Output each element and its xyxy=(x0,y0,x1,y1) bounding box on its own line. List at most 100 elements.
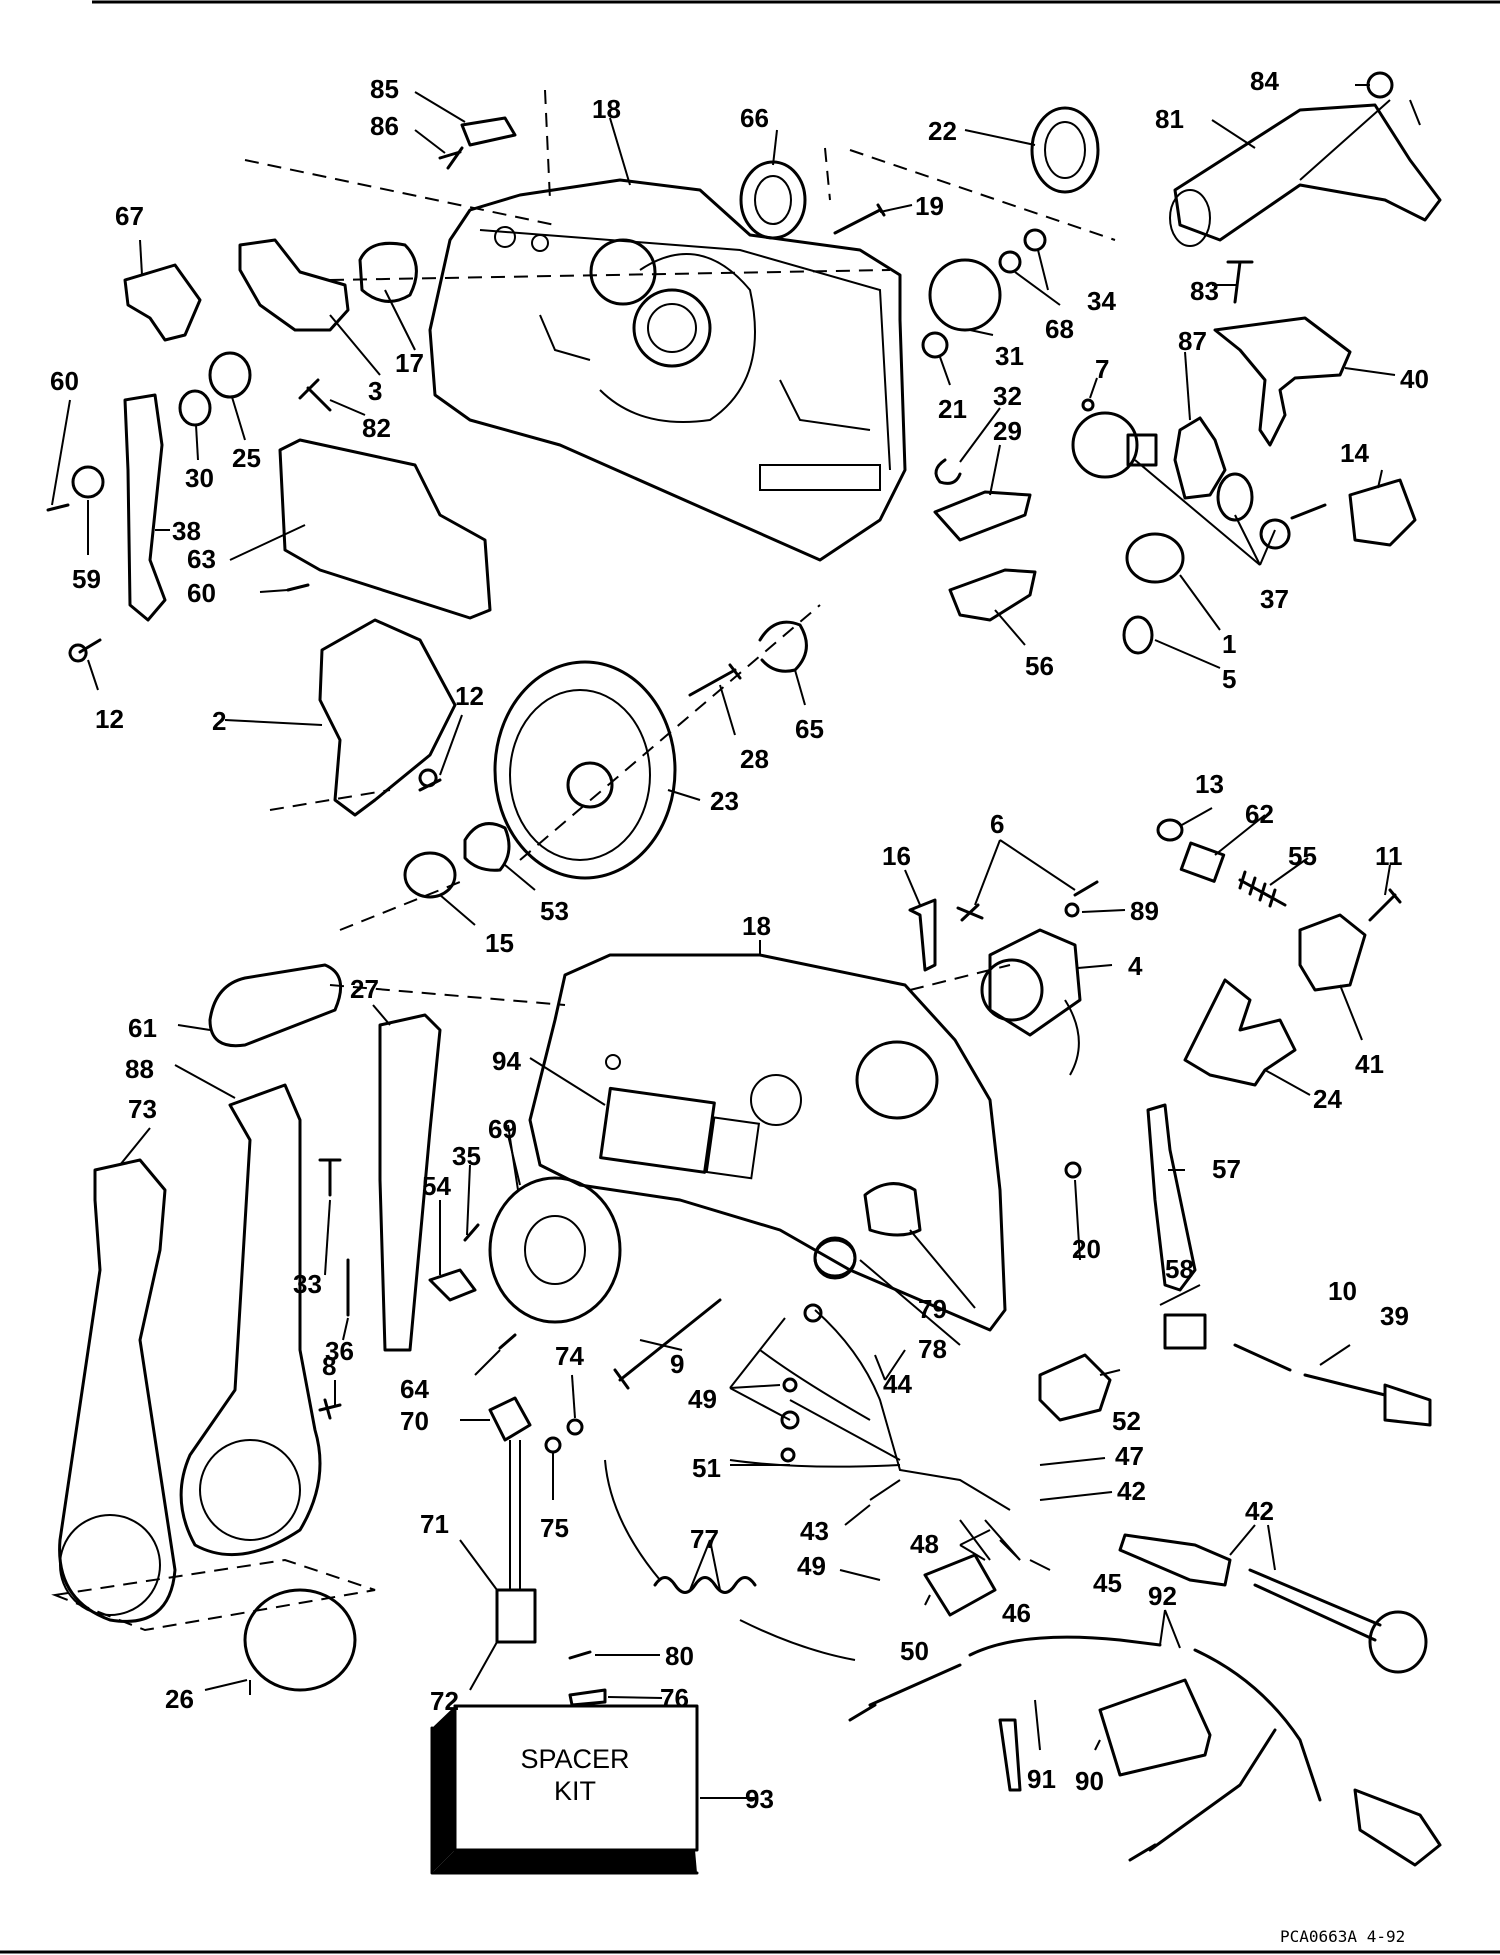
callout-49-upper: 49 xyxy=(688,1384,717,1414)
callout-56: 56 xyxy=(1025,651,1054,681)
callout-15: 15 xyxy=(485,928,514,958)
part-29-drawing xyxy=(933,490,1032,542)
part-5-drawing xyxy=(1122,615,1154,655)
part-20-drawing xyxy=(1064,1161,1082,1179)
callout-43: 43 xyxy=(800,1516,829,1546)
part-60-drawing-b xyxy=(286,583,310,592)
part-32-drawing xyxy=(934,458,962,485)
part-12-drawing-b xyxy=(418,768,442,792)
part-28-drawing xyxy=(688,663,742,697)
callout-12-left: 12 xyxy=(95,704,124,734)
part-92-drawing xyxy=(968,1635,1322,1802)
callout-72: 72 xyxy=(430,1686,459,1716)
part-39-drawing xyxy=(1303,1373,1432,1427)
part-26-drawing xyxy=(243,1588,357,1692)
callout-59: 59 xyxy=(72,564,101,594)
callout-58: 58 xyxy=(1165,1254,1194,1284)
alignment-line-lower xyxy=(329,964,1011,1006)
part-34-drawing xyxy=(1023,228,1047,252)
part-38-drawing xyxy=(123,393,167,622)
spacer-kit-line1: SPACER xyxy=(520,1744,629,1774)
part-3-drawing xyxy=(238,238,350,332)
part-74-drawing xyxy=(566,1418,584,1436)
callout-2: 2 xyxy=(212,706,226,736)
callout-67: 67 xyxy=(115,201,144,231)
callout-52: 52 xyxy=(1112,1406,1141,1436)
callout-51: 51 xyxy=(692,1453,721,1483)
part-8-drawing xyxy=(318,1398,342,1420)
callout-90: 90 xyxy=(1075,1766,1104,1796)
callout-44: 44 xyxy=(883,1369,912,1399)
callout-23: 23 xyxy=(710,786,739,816)
callout-62: 62 xyxy=(1245,799,1274,829)
callout-80: 80 xyxy=(665,1641,694,1671)
callout-94: 94 xyxy=(492,1046,521,1076)
callout-93: 93 xyxy=(745,1784,774,1814)
callout-21: 21 xyxy=(938,394,967,424)
callout-40: 40 xyxy=(1400,364,1429,394)
callout-8: 8 xyxy=(322,1351,336,1381)
part-62-drawing xyxy=(1179,841,1226,883)
part-37-drawing xyxy=(1071,411,1327,550)
part-23-drawing xyxy=(493,660,677,880)
part-67-drawing xyxy=(123,263,202,342)
callout-22: 22 xyxy=(928,116,957,146)
callout-83: 83 xyxy=(1190,276,1219,306)
callout-55: 55 xyxy=(1288,841,1317,871)
callout-27: 27 xyxy=(350,974,379,1004)
part-4-drawing xyxy=(980,928,1082,1076)
part-57-drawing xyxy=(1146,1103,1197,1292)
part-30-drawing xyxy=(178,389,212,427)
callout-9: 9 xyxy=(670,1349,684,1379)
callout-labels: 85 86 18 66 22 19 84 81 67 17 3 82 34 68… xyxy=(50,66,1429,1946)
part-82-drawing xyxy=(298,378,332,412)
part-91-drawing xyxy=(998,1718,1022,1792)
leader-lines xyxy=(51,84,1421,1799)
callout-11: 11 xyxy=(1375,841,1403,871)
part-87-drawing xyxy=(1173,416,1227,500)
callout-41: 41 xyxy=(1355,1049,1384,1079)
part-68-drawing xyxy=(998,250,1022,274)
part-65-drawing xyxy=(758,620,808,673)
callout-73: 73 xyxy=(128,1094,157,1124)
callout-5: 5 xyxy=(1222,664,1236,694)
callout-42-right: 42 xyxy=(1245,1496,1274,1526)
callout-69: 69 xyxy=(488,1114,517,1144)
part-59-drawing xyxy=(71,465,105,499)
part-6-drawing-a xyxy=(956,903,984,922)
callout-13: 13 xyxy=(1195,769,1224,799)
callout-77: 77 xyxy=(690,1524,719,1554)
callout-78: 78 xyxy=(918,1334,947,1364)
part-27-drawing xyxy=(378,1013,442,1352)
callout-29: 29 xyxy=(993,416,1022,446)
callout-71: 71 xyxy=(420,1509,449,1539)
callout-28: 28 xyxy=(740,744,769,774)
part-53-drawing xyxy=(463,822,511,872)
callout-12-mid: 12 xyxy=(455,681,484,711)
lower-housing-drawing xyxy=(528,953,1007,1332)
part-56-drawing xyxy=(948,568,1037,622)
callout-14: 14 xyxy=(1340,438,1369,468)
callout-31: 31 xyxy=(995,341,1024,371)
callout-87: 87 xyxy=(1178,326,1207,356)
callout-18-upper: 18 xyxy=(592,94,621,124)
part-14-drawing xyxy=(1348,478,1417,547)
callout-50: 50 xyxy=(900,1636,929,1666)
callout-76: 76 xyxy=(660,1683,689,1713)
callout-26: 26 xyxy=(165,1684,194,1714)
callout-81: 81 xyxy=(1155,104,1184,134)
part-54-drawing xyxy=(428,1268,477,1302)
callout-64: 64 xyxy=(400,1374,429,1404)
part-41-drawing xyxy=(1298,913,1367,992)
part-70-drawing xyxy=(488,1396,532,1442)
callout-4: 4 xyxy=(1128,951,1143,981)
part-16-drawing xyxy=(908,898,937,972)
callout-57: 57 xyxy=(1212,1154,1241,1184)
alignment-line-handle xyxy=(51,1558,376,1632)
part-12-drawing-a xyxy=(68,638,102,663)
callout-70: 70 xyxy=(400,1406,429,1436)
callout-82: 82 xyxy=(362,413,391,443)
callout-48: 48 xyxy=(910,1529,939,1559)
callout-39: 39 xyxy=(1380,1301,1409,1331)
part-7-drawing xyxy=(1081,398,1095,412)
